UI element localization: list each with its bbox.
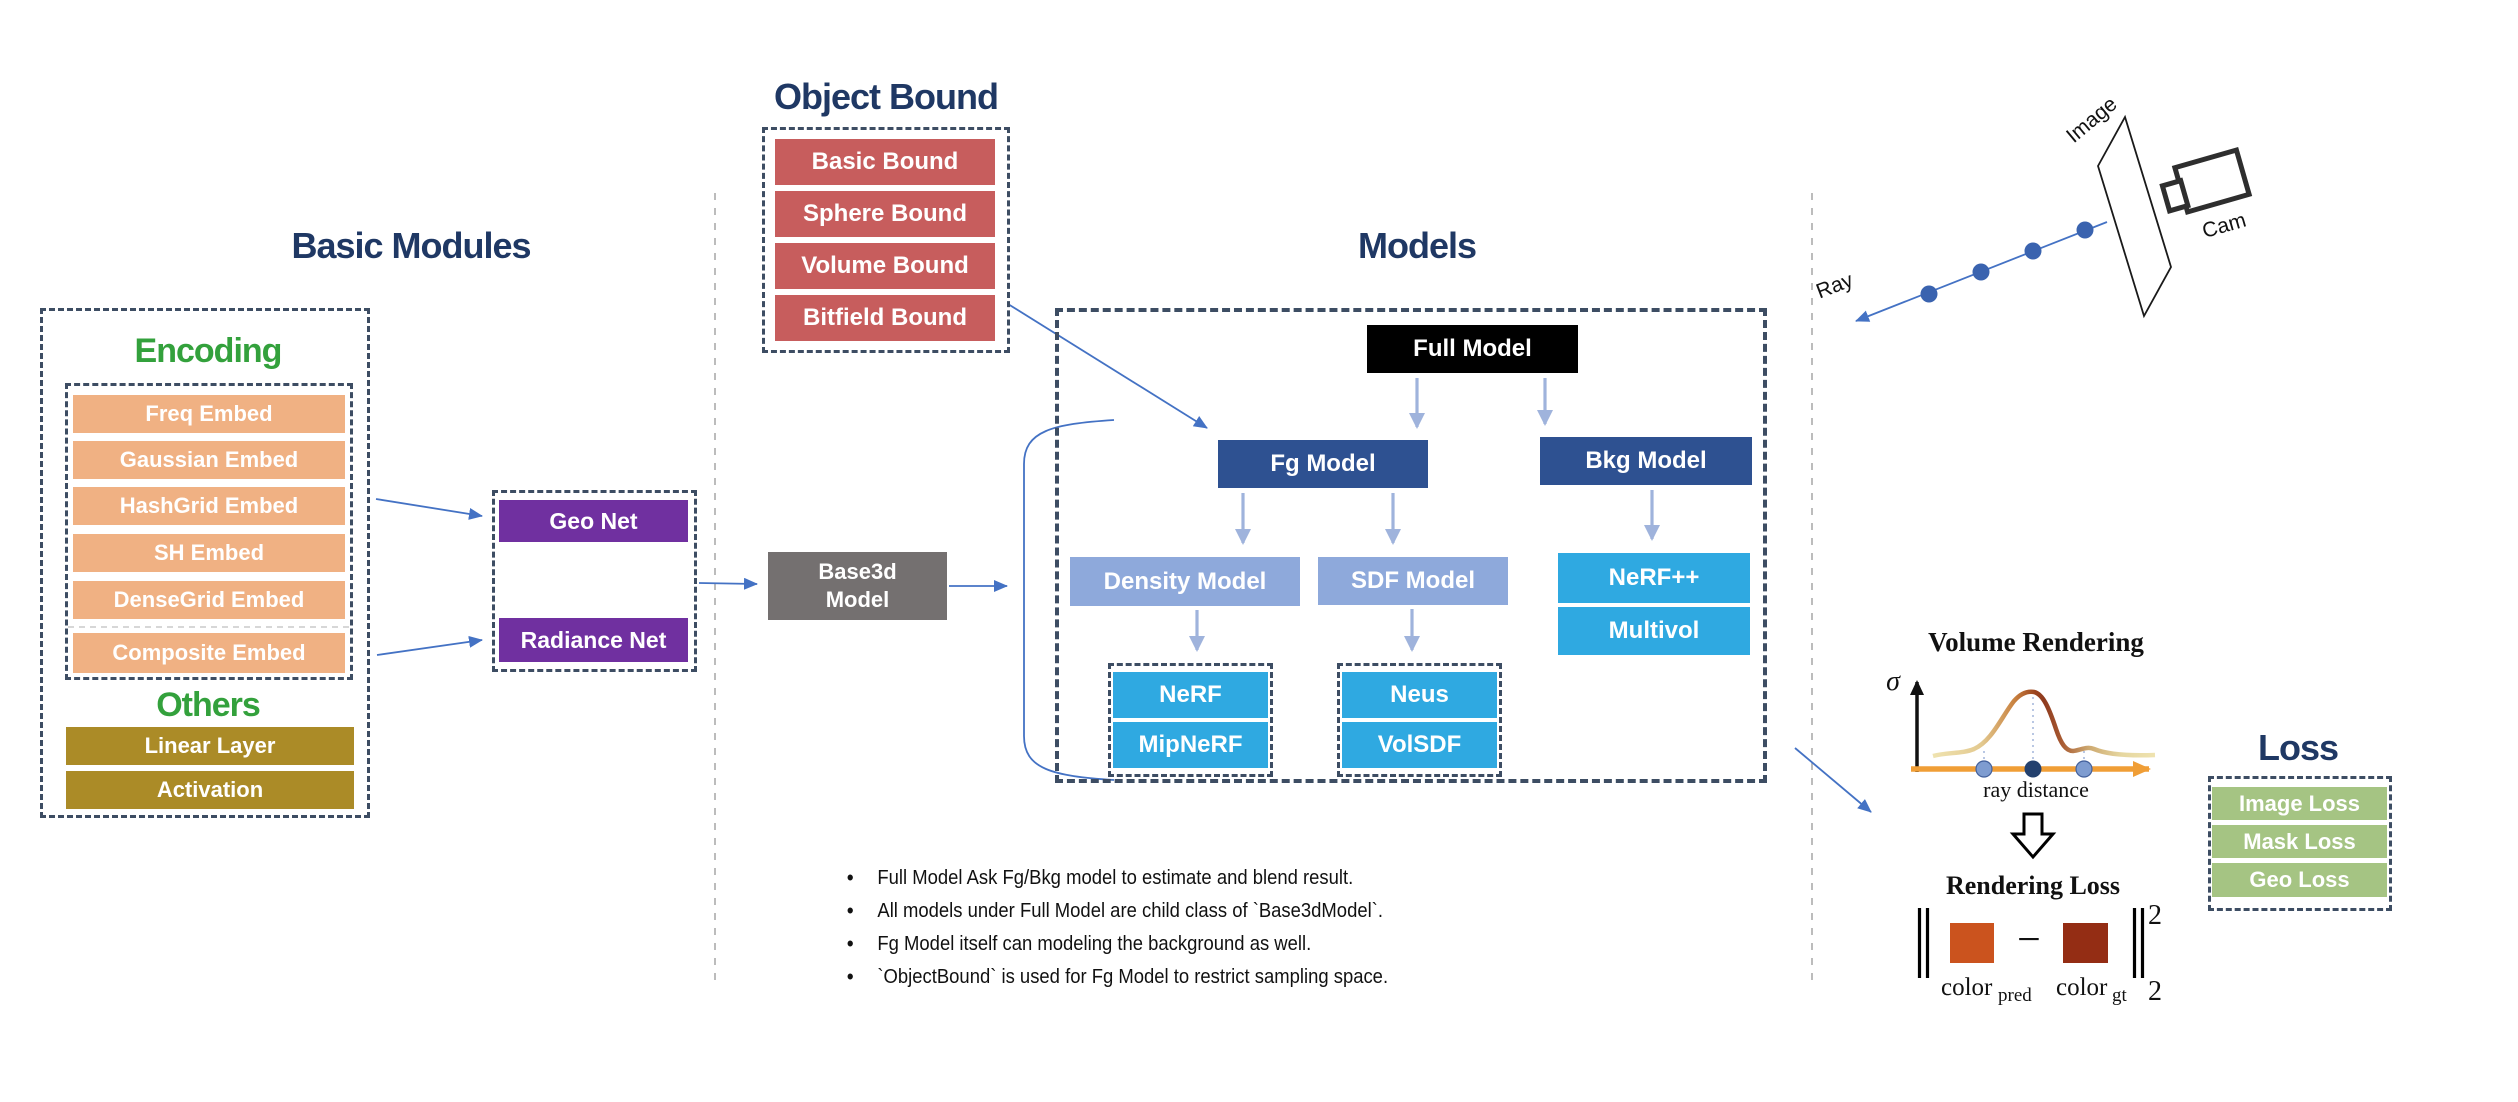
note-item: All models under Full Model are child cl… (845, 894, 1388, 927)
note-text: Fg Model itself can modeling the backgro… (877, 932, 1312, 955)
full-model-box: Full Model (1367, 325, 1578, 373)
nerf-box: NeRF (1113, 672, 1268, 718)
ray-sample-dot (2076, 221, 2094, 239)
density-children-group-box (1108, 663, 1273, 777)
others-title: Others (156, 686, 261, 724)
down-arrow-icon (2009, 812, 2057, 860)
sdf-model-box: SDF Model (1318, 557, 1508, 605)
bound-item-basic: Basic Bound (775, 139, 995, 185)
ray-sample-dot (1920, 285, 1938, 303)
base3d-line1: Base3d (818, 559, 897, 584)
camera-icon (2159, 146, 2253, 216)
nerfpp-box: NeRF++ (1558, 553, 1750, 603)
note-item: `ObjectBound` is used for Fg Model to re… (845, 960, 1388, 993)
bound-item-sphere: Sphere Bound (775, 191, 995, 237)
base3d-model-box: Base3d Model (768, 552, 947, 620)
axis-sample-dot (1975, 760, 1993, 778)
encoding-group-box (65, 383, 353, 680)
embed-item-composite: Composite Embed (73, 633, 345, 673)
embed-item-gaussian: Gaussian Embed (73, 441, 345, 479)
note-item: Fg Model itself can modeling the backgro… (845, 927, 1388, 960)
ray-sample-dot (2024, 242, 2042, 260)
color-pred-swatch (1950, 923, 1994, 963)
embed-item-hashgrid: HashGrid Embed (73, 487, 345, 525)
note-text: `ObjectBound` is used for Fg Model to re… (877, 965, 1389, 988)
ray-label: Ray (1813, 268, 1857, 303)
other-item-activation: Activation (66, 771, 354, 809)
loss-item-mask: Mask Loss (2212, 825, 2387, 858)
basic-modules-title: Basic Modules (291, 225, 531, 266)
density-model-box: Density Model (1070, 557, 1300, 606)
loss-group-box (2208, 776, 2392, 911)
neus-box: Neus (1342, 672, 1497, 718)
ray-distance-label: ray distance (1983, 777, 2089, 802)
volsdf-box: VolSDF (1342, 722, 1497, 768)
other-item-linear-layer: Linear Layer (66, 727, 354, 765)
arrow-embed-to-radiancenet (376, 635, 483, 656)
minus-sign: − (2017, 917, 2041, 963)
axis-sample-dot-dark (2024, 760, 2042, 778)
embed-item-densegrid: DenseGrid Embed (73, 581, 345, 619)
bkg-model-box: Bkg Model (1540, 437, 1752, 485)
embed-item-sh: SH Embed (73, 534, 345, 572)
note-item: Full Model Ask Fg/Bkg model to estimate … (845, 861, 1388, 894)
fg-model-box: Fg Model (1218, 440, 1428, 488)
embed-item-freq: Freq Embed (73, 395, 345, 433)
arrow-embed-to-geonet (375, 498, 483, 520)
cam-label: Cam (2200, 209, 2249, 243)
ray-sample-dot (1972, 263, 1990, 281)
norm-subscript: 2 (2148, 976, 2162, 1007)
loss-item-image: Image Loss (2212, 787, 2387, 820)
geo-net-box: Geo Net (499, 500, 688, 542)
density-curve (1932, 689, 2156, 759)
models-group-box (1055, 308, 1767, 783)
volume-rendering-title: Volume Rendering (1928, 627, 2144, 657)
bound-item-bitfield: Bitfield Bound (775, 295, 995, 341)
bound-item-volume: Volume Bound (775, 243, 995, 289)
norm-superscript: 2 (2148, 900, 2162, 931)
note-text: All models under Full Model are child cl… (877, 899, 1383, 922)
models-title: Models (1357, 225, 1477, 266)
multivol-box: Multivol (1558, 607, 1750, 655)
models-group-bracket (1023, 419, 1115, 781)
color-pred-sub: pred (1998, 985, 2032, 1006)
arrow-objectbound-to-fgmodel (1007, 303, 1208, 429)
sdf-children-group-box (1337, 663, 1502, 777)
sigma-axis-label: σ (1886, 666, 1901, 697)
object-bound-title: Object Bound (774, 76, 999, 117)
radiance-net-box: Radiance Net (499, 618, 688, 662)
color-pred-label: color (1941, 974, 1993, 1001)
rendering-loss-title: Rendering Loss (1946, 871, 2120, 900)
mipnerf-box: MipNeRF (1113, 722, 1268, 768)
note-text: Full Model Ask Fg/Bkg model to estimate … (877, 866, 1354, 889)
color-gt-swatch (2063, 923, 2108, 963)
color-gt-label: color (2056, 974, 2108, 1001)
arrow-nets-to-base3d (698, 577, 758, 590)
image-plane-shape (2097, 114, 2172, 319)
object-bound-group-box (762, 127, 1010, 353)
loss-item-geo: Geo Loss (2212, 863, 2387, 897)
arrow-models-to-rendering (1794, 747, 1872, 813)
encoding-title: Encoding (134, 332, 283, 370)
nets-group-box (492, 490, 697, 672)
base3d-line2: Model (825, 587, 890, 612)
color-gt-sub: gt (2112, 985, 2128, 1006)
axis-sample-dot (2075, 760, 2093, 778)
basic-modules-group-box (40, 308, 370, 818)
notes-list: Full Model Ask Fg/Bkg model to estimate … (845, 861, 1388, 993)
loss-title: Loss (2257, 727, 2339, 768)
